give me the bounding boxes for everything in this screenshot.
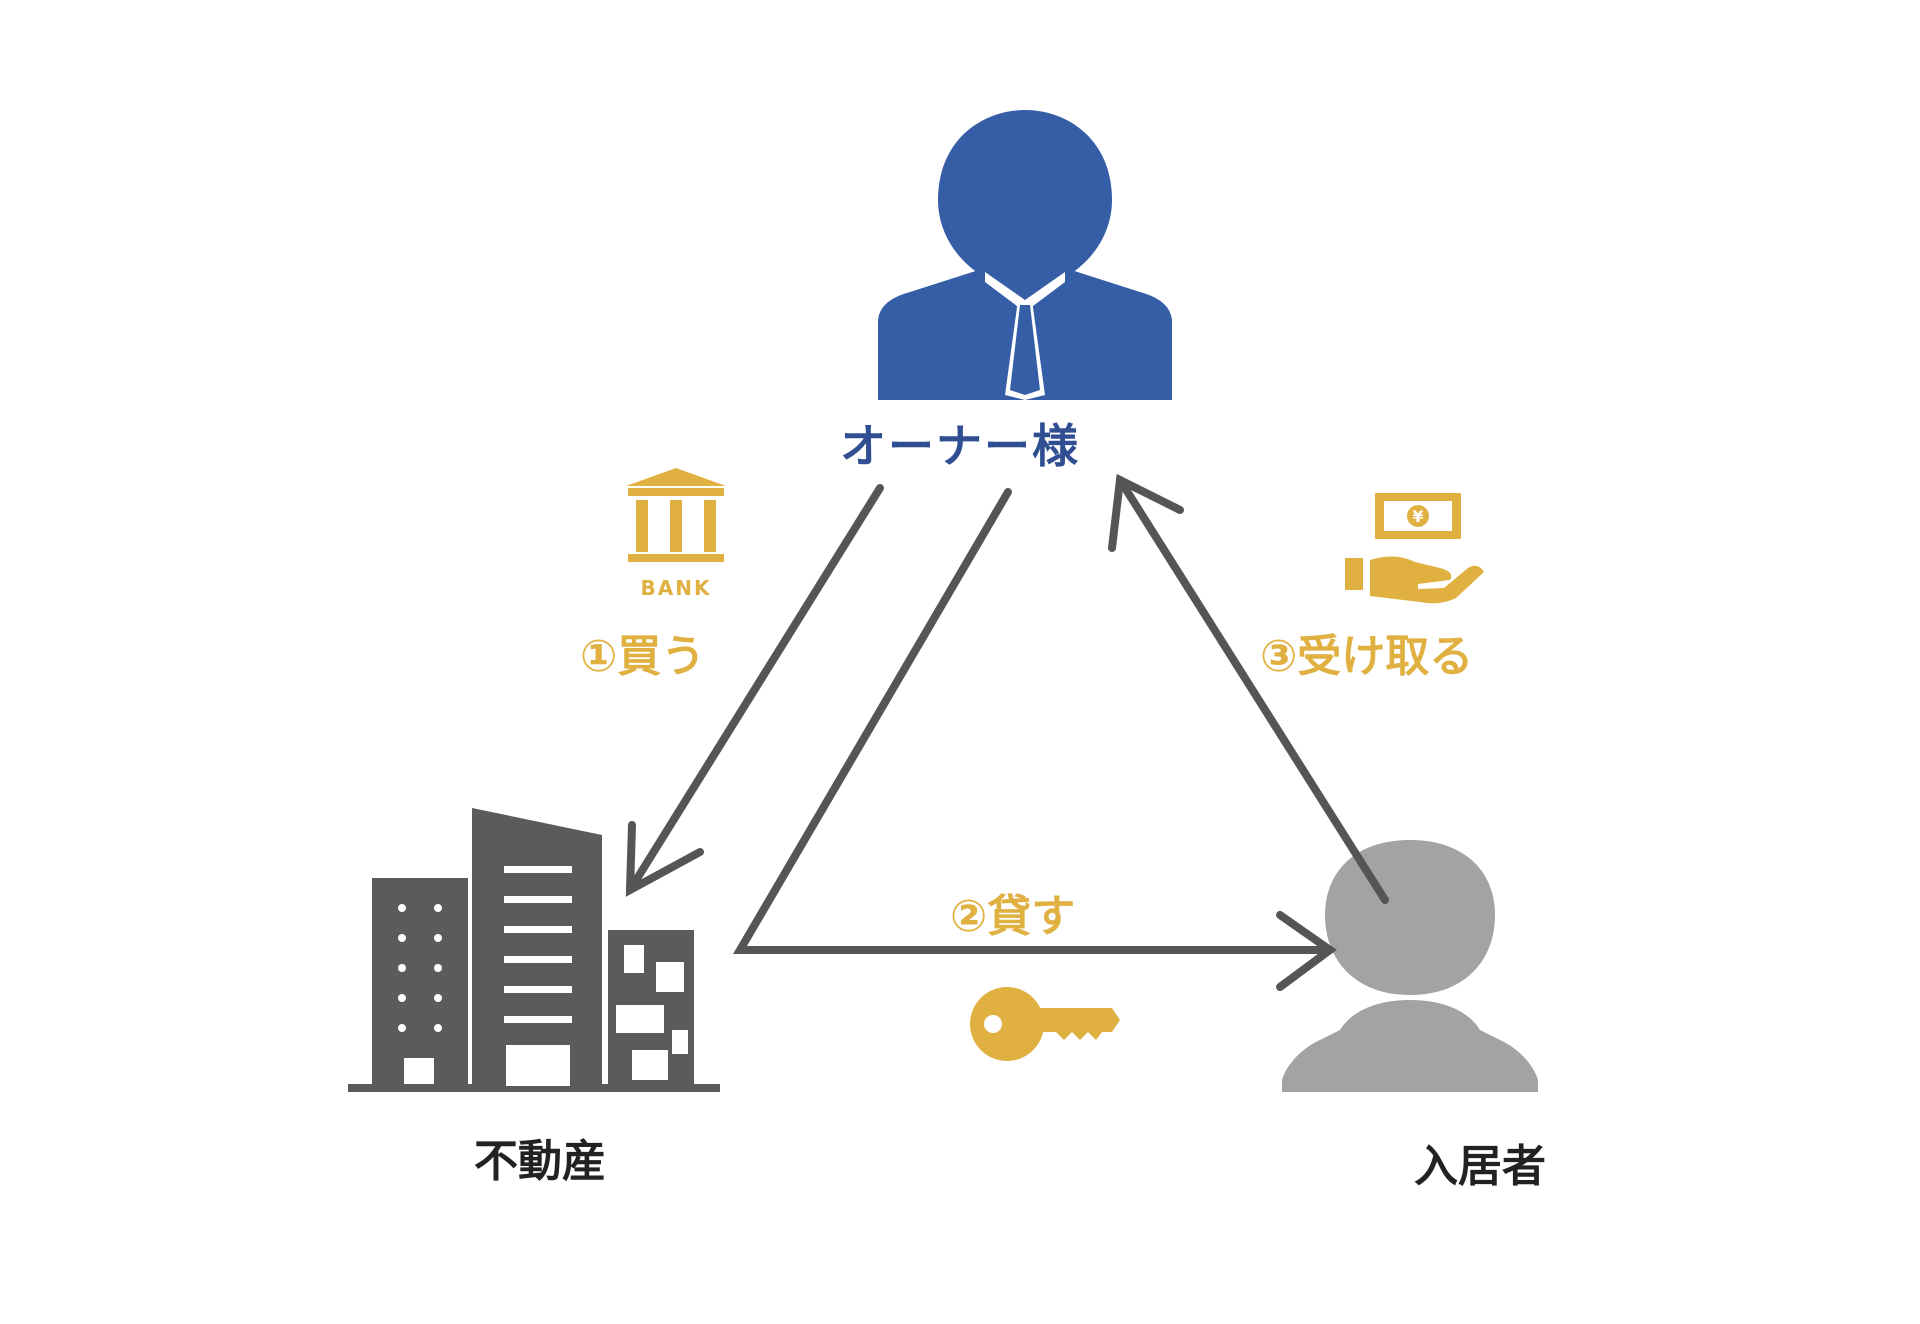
arrow-lend <box>733 488 1334 954</box>
businessman-icon <box>878 110 1172 400</box>
property-label: 不動産 <box>474 1136 606 1187</box>
step-receive-label: ③受け取る <box>1260 631 1474 682</box>
arrow-receive-head <box>1108 473 1184 552</box>
building-windows <box>398 866 688 1086</box>
money-hand-icon: ¥ <box>1345 493 1484 604</box>
arrow-buy-head <box>625 821 704 897</box>
bank-icon-text: BANK <box>641 576 712 600</box>
arrow-receive <box>1116 476 1389 904</box>
flow-arrows <box>625 473 1389 991</box>
person-icon <box>1282 840 1538 1092</box>
arrow-lend-head <box>1276 911 1337 991</box>
yen-symbol: ¥ <box>1412 507 1423 526</box>
key-icon <box>970 987 1120 1061</box>
bank-icon: BANK <box>626 468 726 600</box>
tenant-label: 入居者 <box>1414 1141 1546 1192</box>
step-buy-label: ①買う <box>580 631 706 682</box>
owner-label: オーナー様 <box>840 419 1080 473</box>
arrow-buy <box>626 484 884 894</box>
step-lend-label: ②貸す <box>950 891 1076 942</box>
buildings-icon <box>348 808 720 1092</box>
